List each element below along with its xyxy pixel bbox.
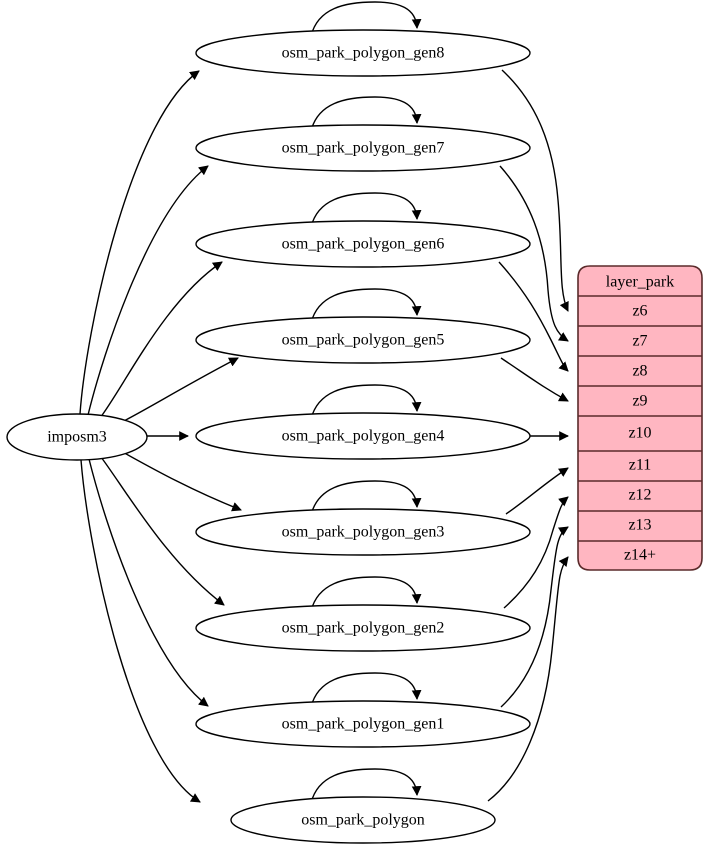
edges-from-imposm3	[79, 70, 242, 803]
table-row-z8[interactable]: z8	[632, 363, 647, 380]
node-osm_park_polygon_gen7[interactable]: osm_park_polygon_gen7	[195, 124, 531, 172]
edge-imposm3-to-gen3	[118, 449, 242, 512]
node-osm_park_polygon_gen1[interactable]: osm_park_polygon_gen1	[195, 700, 531, 748]
edge-imposm3-to-gen6	[99, 261, 223, 419]
self-loop-edges	[310, 1, 422, 804]
edge-imposm3-to-gen8	[79, 70, 200, 415]
edge-gen7-to-z7	[499, 165, 569, 342]
node-label: osm_park_polygon	[301, 812, 425, 829]
node-osm_park_polygon_gen4[interactable]: osm_park_polygon_gen4	[195, 412, 531, 460]
edge-gen6-to-z8	[498, 261, 569, 372]
node-osm_park_polygon_gen8[interactable]: osm_park_polygon_gen8	[195, 29, 531, 77]
edge-imposm3-to-gen7	[87, 165, 209, 416]
self-loop-gen8	[310, 1, 422, 37]
self-loop-gen2	[310, 576, 422, 612]
table-row-z13[interactable]: z13	[628, 517, 651, 534]
table-row-z12[interactable]: z12	[628, 487, 651, 504]
node-label: osm_park_polygon_gen4	[282, 428, 445, 445]
node-label: osm_park_polygon_gen7	[282, 140, 445, 157]
edge-gen5-to-z9	[500, 357, 569, 402]
node-osm_park_polygon[interactable]: osm_park_polygon	[230, 796, 496, 844]
self-loop-gen6	[310, 192, 422, 228]
node-osm_park_polygon_gen2[interactable]: osm_park_polygon_gen2	[195, 604, 531, 652]
table-row-z10[interactable]: z10	[628, 425, 651, 442]
self-loop-gen5	[310, 288, 422, 324]
layer-park-table[interactable]: layer_park z6 z7 z8 z9 z10 z11 z12 z13 z…	[577, 265, 703, 571]
node-label: osm_park_polygon_gen2	[282, 620, 445, 637]
table-row-z14[interactable]: z14+	[624, 547, 656, 564]
generalized-nodes: osm_park_polygon_gen8 osm_park_polygon_g…	[195, 29, 531, 844]
node-label: imposm3	[47, 429, 107, 446]
self-loop-gen7	[310, 96, 422, 132]
edge-gen1-to-z13	[500, 526, 569, 708]
node-osm_park_polygon_gen6[interactable]: osm_park_polygon_gen6	[195, 220, 531, 268]
edge-imposm3-to-gen2	[100, 456, 225, 606]
edge-gen8-to-z6	[501, 69, 569, 312]
node-osm_park_polygon_gen3[interactable]: osm_park_polygon_gen3	[195, 508, 531, 556]
node-label: osm_park_polygon_gen3	[282, 524, 445, 541]
edges-to-layer-table	[487, 69, 569, 802]
node-imposm3[interactable]: imposm3	[6, 413, 148, 461]
node-label: osm_park_polygon_gen8	[282, 45, 445, 62]
self-loop-polygon	[310, 768, 422, 804]
table-body	[577, 265, 703, 571]
table-row-z7[interactable]: z7	[632, 333, 647, 350]
table-title: layer_park	[606, 274, 674, 291]
edge-imposm3-to-gen1	[88, 458, 209, 707]
self-loop-gen3	[310, 480, 422, 516]
table-row-z11[interactable]: z11	[629, 457, 652, 474]
edge-imposm3-to-polygon	[80, 459, 201, 803]
node-label: osm_park_polygon_gen5	[282, 332, 445, 349]
table-row-z9[interactable]: z9	[632, 393, 647, 410]
edge-imposm3-to-gen5	[117, 357, 239, 425]
node-osm_park_polygon_gen5[interactable]: osm_park_polygon_gen5	[195, 316, 531, 364]
node-label: osm_park_polygon_gen6	[282, 236, 445, 253]
node-label: osm_park_polygon_gen1	[282, 716, 445, 733]
edge-gen2-to-z12	[503, 496, 569, 609]
edge-gen3-to-z11	[505, 467, 569, 515]
self-loop-gen1	[310, 672, 422, 708]
self-loop-gen4	[310, 384, 422, 420]
table-row-z6[interactable]: z6	[632, 303, 647, 320]
edge-polygon-to-z14	[487, 556, 569, 802]
